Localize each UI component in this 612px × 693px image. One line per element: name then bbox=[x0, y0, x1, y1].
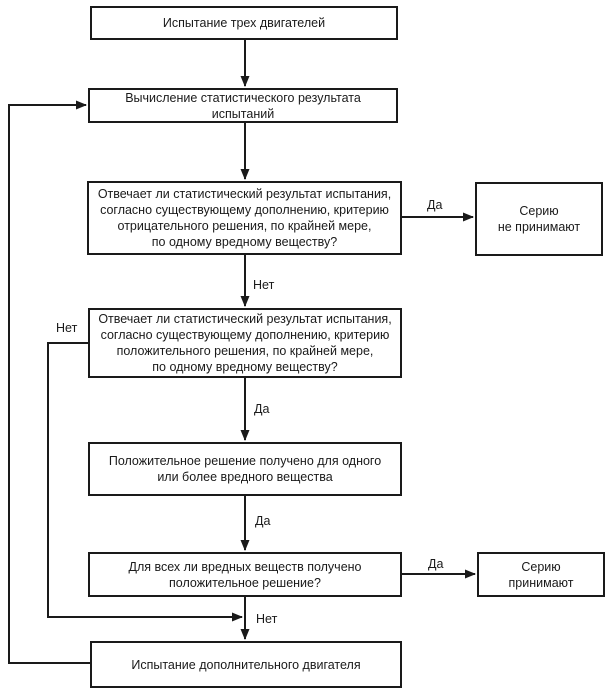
box-positive-decision-obtained-text: Положительное решение получено для одног… bbox=[108, 454, 382, 484]
edge-label-all-yes: Да bbox=[426, 557, 446, 571]
box-series-rejected: Серию не принимают bbox=[475, 182, 603, 256]
box-test-three-engines: Испытание трех двигателей bbox=[90, 6, 398, 40]
box-series-rejected-text: Серию не принимают bbox=[497, 204, 581, 234]
box-positive-criterion-question-text: Отвечает ли статистический результат исп… bbox=[98, 312, 392, 374]
box-test-three-engines-text: Испытание трех двигателей bbox=[162, 16, 326, 30]
box-series-accepted: Серию принимают bbox=[477, 552, 605, 597]
edge-label-negative-yes: Да bbox=[425, 198, 445, 212]
edge-label-all-no: Нет bbox=[254, 612, 280, 626]
box-all-substances-question-text: Для всех ли вредных веществ получено пол… bbox=[128, 559, 362, 590]
edge-label-obtained-yes: Да bbox=[253, 514, 273, 528]
box-additional-engine-test: Испытание дополнительного двигателя bbox=[90, 641, 402, 688]
box-positive-decision-obtained: Положительное решение получено для одног… bbox=[88, 442, 402, 496]
connector-positive-no-loop bbox=[47, 342, 243, 622]
box-compute-statistical-result-text: Вычисление статистического результата ис… bbox=[125, 90, 361, 121]
edge-label-positive-yes: Да bbox=[252, 402, 272, 416]
edge-label-positive-no: Нет bbox=[54, 321, 80, 335]
box-positive-criterion-question: Отвечает ли статистический результат исп… bbox=[88, 308, 402, 378]
box-all-substances-question: Для всех ли вредных веществ получено пол… bbox=[88, 552, 402, 597]
box-additional-engine-test-text: Испытание дополнительного двигателя bbox=[131, 657, 361, 672]
box-negative-criterion-question-text: Отвечает ли статистический результат исп… bbox=[97, 187, 392, 249]
edge-label-negative-no: Нет bbox=[251, 278, 277, 292]
box-compute-statistical-result: Вычисление статистического результата ис… bbox=[88, 88, 398, 123]
box-series-accepted-text: Серию принимают bbox=[508, 559, 574, 590]
box-negative-criterion-question: Отвечает ли статистический результат исп… bbox=[87, 181, 402, 255]
connector-additional-feedback-to-compute bbox=[8, 100, 90, 664]
